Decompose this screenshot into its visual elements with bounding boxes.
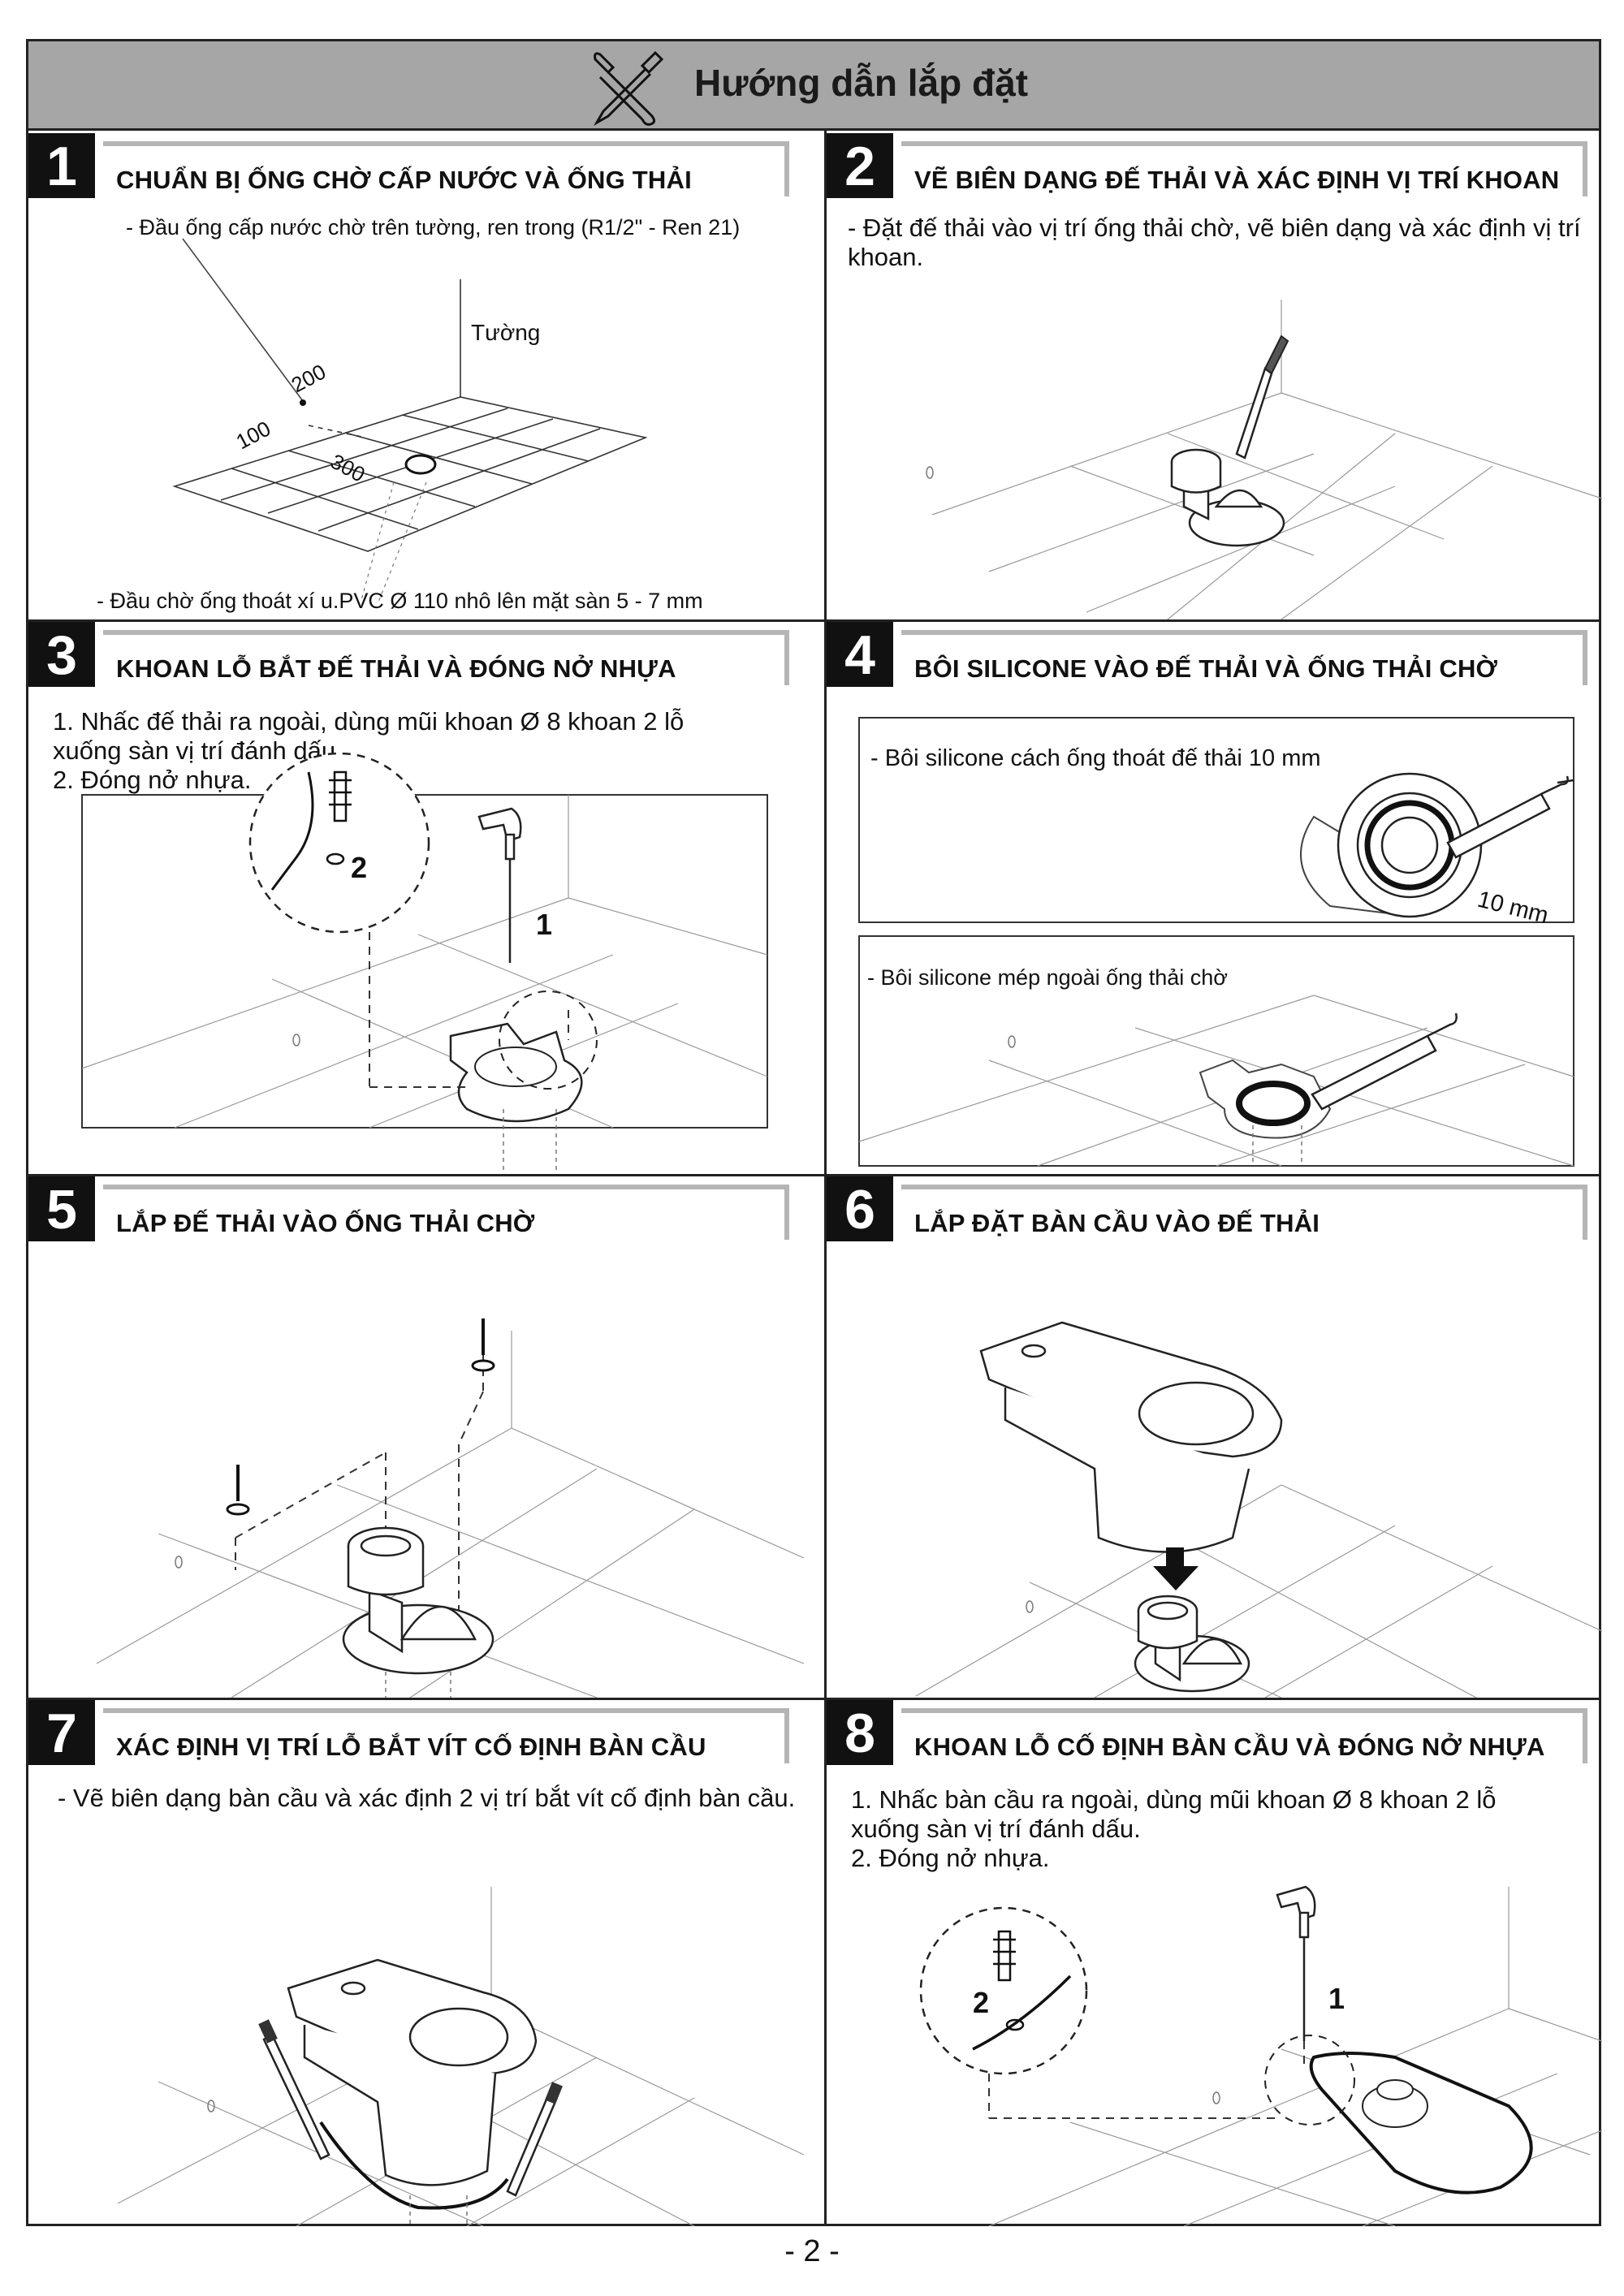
step-2-panel: 2 VẼ BIÊN DẠNG ĐẾ THẢI VÀ XÁC ĐỊNH VỊ TR…	[827, 133, 1602, 619]
step-number: 6	[827, 1176, 893, 1241]
step-subnote: - Bôi silicone cách ống thoát đế thải 10…	[870, 745, 1321, 771]
step-1-panel: 1 CHUẨN BỊ ỐNG CHỜ CẤP NƯỚC VÀ ỐNG THẢI …	[28, 133, 804, 619]
page-number: - 2 -	[784, 2234, 840, 2268]
row-divider	[28, 1174, 1599, 1176]
step-title-bar: CHUẨN BỊ ỐNG CHỜ CẤP NƯỚC VÀ ỐNG THẢI	[103, 141, 789, 196]
step-number: 4	[827, 622, 893, 687]
step-title-bar: XÁC ĐỊNH VỊ TRÍ LỖ BẮT VÍT CỐ ĐỊNH BÀN C…	[103, 1708, 789, 1763]
step-7-panel: 7 XÁC ĐỊNH VỊ TRÍ LỖ BẮT VÍT CỐ ĐỊNH BÀN…	[28, 1700, 804, 2226]
dimension-label: 100	[232, 416, 274, 454]
step-note: - Vẽ biên dạng bàn cầu và xác định 2 vị …	[58, 1784, 796, 1812]
step-number: 1	[28, 133, 95, 198]
instruction-sheet: Hướng dẫn lắp đặt 1 CHUẨN BỊ ỐNG CHỜ CẤP…	[26, 39, 1602, 2226]
step-subnote: - Bôi silicone mép ngoài ống thải chờ	[867, 965, 1228, 990]
drill-toilet-illustration: 2 1	[919, 1885, 1602, 2226]
base-outline-illustration	[926, 300, 1602, 619]
step-title: BÔI SILICONE VÀO ĐẾ THẢI VÀ ỐNG THẢI CHỜ	[914, 654, 1498, 683]
step-4-panel: 4 BÔI SILICONE VÀO ĐẾ THẢI VÀ ỐNG THẢI C…	[827, 622, 1602, 1174]
page-header: Hướng dẫn lắp đặt	[28, 41, 1599, 131]
step-title-bar: LẮP ĐẶT BÀN CẦU VÀO ĐẾ THẢI	[901, 1185, 1587, 1240]
step-title-bar: BÔI SILICONE VÀO ĐẾ THẢI VÀ ỐNG THẢI CHỜ	[901, 630, 1587, 685]
step-note: xuống sàn vị trí đánh dấu.	[53, 736, 343, 765]
step-note: - Đầu ống cấp nước chờ trên tường, ren t…	[126, 215, 741, 240]
step-title: CHUẨN BỊ ỐNG CHỜ CẤP NƯỚC VÀ ỐNG THẢI	[116, 166, 692, 194]
step-number: 2	[827, 133, 893, 198]
silicone-illustration: 10 mm	[858, 717, 1574, 1167]
step-note: 2. Đóng nở nhựa.	[851, 1844, 1050, 1872]
callout-number: 2	[973, 1986, 989, 2019]
step-title: KHOAN LỖ CỐ ĐỊNH BÀN CẦU VÀ ĐÓNG NỞ NHỰA	[914, 1733, 1545, 1761]
step-title: XÁC ĐỊNH VỊ TRÍ LỖ BẮT VÍT CỐ ĐỊNH BÀN C…	[116, 1733, 706, 1761]
step-note: 2. Đóng nở nhựa.	[53, 766, 252, 794]
step-8-panel: 8 KHOAN LỖ CỐ ĐỊNH BÀN CẦU VÀ ĐÓNG NỞ NH…	[827, 1700, 1602, 2226]
drill-base-illustration: 2 1	[81, 752, 768, 1174]
step-number: 3	[28, 622, 95, 687]
step-note: - Đầu chờ ống thoát xí u.PVC Ø 110 nhô l…	[97, 589, 703, 613]
dimension-label: 200	[287, 359, 330, 397]
step-title: LẮP ĐẾ THẢI VÀO ỐNG THẢI CHỜ	[116, 1209, 535, 1237]
callout-number: 1	[536, 908, 552, 941]
step-title-bar: VẼ BIÊN DẠNG ĐẾ THẢI VÀ XÁC ĐỊNH VỊ TRÍ …	[901, 141, 1587, 196]
step-title-bar: KHOAN LỖ BẮT ĐẾ THẢI VÀ ĐÓNG NỞ NHỰA	[103, 630, 789, 685]
step-note: khoan.	[848, 243, 924, 271]
step-note: xuống sàn vị trí đánh dấu.	[851, 1815, 1141, 1843]
step-number: 5	[28, 1176, 95, 1241]
wrench-screwdriver-icon	[593, 50, 664, 127]
step-6-panel: 6 LẮP ĐẶT BÀN CẦU VÀO ĐẾ THẢI	[827, 1176, 1602, 1698]
column-divider	[824, 131, 827, 2226]
floor-plan-illustration: Tường 200 100 300	[172, 238, 648, 605]
page-title: Hướng dẫn lắp đặt	[694, 62, 1029, 104]
install-base-illustration	[96, 1318, 804, 1698]
step-note: - Đặt đế thải vào vị trí ống thải chờ, v…	[848, 214, 1581, 242]
step-title-bar: KHOAN LỖ CỐ ĐỊNH BÀN CẦU VÀ ĐÓNG NỞ NHỰA	[901, 1708, 1587, 1763]
toilet-outline-illustration	[117, 1887, 804, 2226]
step-number: 7	[28, 1700, 95, 1765]
step-title: LẮP ĐẶT BÀN CẦU VÀO ĐẾ THẢI	[914, 1209, 1320, 1237]
place-toilet-illustration	[915, 1321, 1602, 1698]
step-title: KHOAN LỖ BẮT ĐẾ THẢI VÀ ĐÓNG NỞ NHỰA	[116, 654, 676, 683]
step-title-bar: LẮP ĐẾ THẢI VÀO ỐNG THẢI CHỜ	[103, 1185, 789, 1240]
step-number: 8	[827, 1700, 893, 1765]
wall-label: Tường	[471, 320, 540, 345]
row-divider	[28, 619, 1599, 622]
step-5-panel: 5 LẮP ĐẾ THẢI VÀO ỐNG THẢI CHỜ	[28, 1176, 804, 1698]
step-note: 1. Nhấc bàn cầu ra ngoài, dùng mũi khoan…	[851, 1785, 1497, 1814]
step-3-panel: 3 KHOAN LỖ BẮT ĐẾ THẢI VÀ ĐÓNG NỞ NHỰA 1…	[28, 622, 804, 1174]
step-title: VẼ BIÊN DẠNG ĐẾ THẢI VÀ XÁC ĐỊNH VỊ TRÍ …	[914, 166, 1560, 194]
step-note: 1. Nhấc đế thải ra ngoài, dùng mũi khoan…	[53, 707, 685, 736]
callout-number: 2	[351, 851, 367, 884]
callout-number: 1	[1328, 1982, 1345, 2015]
row-divider	[28, 1698, 1599, 1700]
